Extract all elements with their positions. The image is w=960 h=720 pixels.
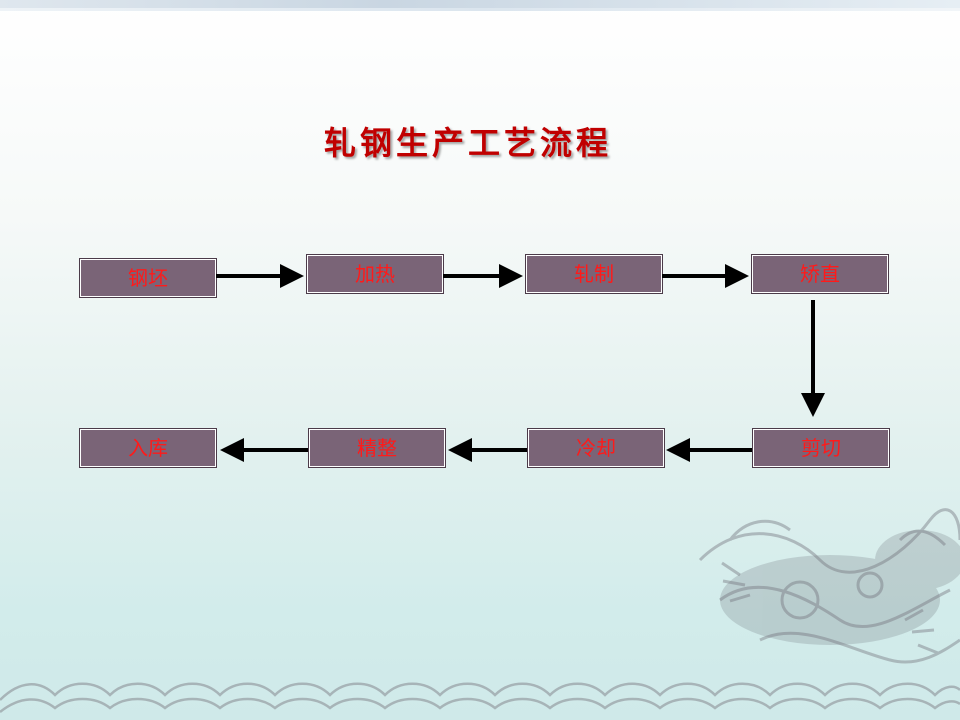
flow-node-s4: 矫直 [752,255,888,293]
diagram-title: 轧钢生产工艺流程 [323,124,612,162]
wave-border [0,682,960,713]
top-decor-band-2 [0,8,960,11]
dragon-shade [720,530,960,645]
flow-node-s7: 精整 [309,429,445,467]
dragon-decoration [698,508,960,664]
flow-node-s6: 冷却 [528,429,664,467]
flow-node-s5: 剪切 [753,429,889,467]
flow-node-s8: 入库 [80,429,216,467]
top-decor-band [0,0,960,8]
flow-node-s2: 加热 [307,255,443,293]
flow-node-s3: 轧制 [526,255,662,293]
flow-node-s1: 钢坯 [80,259,216,297]
